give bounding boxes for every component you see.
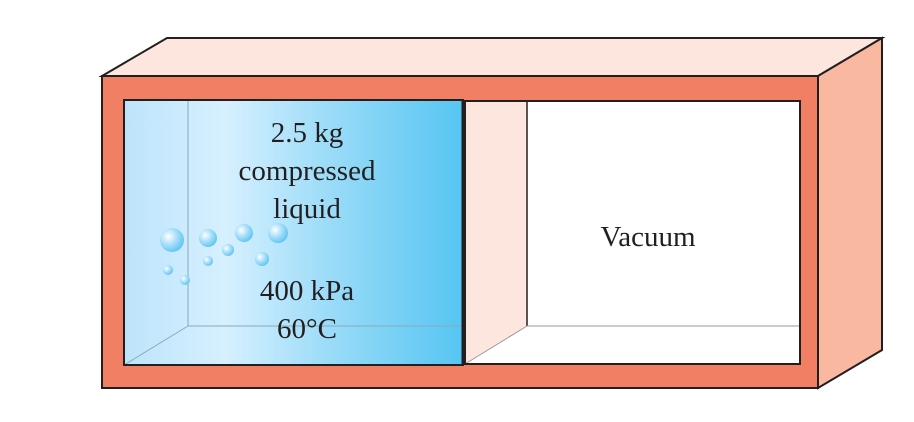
bubbles-icon <box>160 223 288 285</box>
state-label-line2: liquid <box>273 193 341 225</box>
pressure-label: 400 kPa <box>260 275 354 307</box>
vacuum-label: Vacuum <box>600 221 695 253</box>
temperature-label: 60°C <box>277 313 337 345</box>
tank-top-face <box>98 37 886 77</box>
tank-side-face <box>817 36 883 390</box>
mass-label: 2.5 kg <box>271 117 344 149</box>
right-chamber <box>464 100 801 365</box>
state-label-line1: compressed <box>239 155 376 187</box>
